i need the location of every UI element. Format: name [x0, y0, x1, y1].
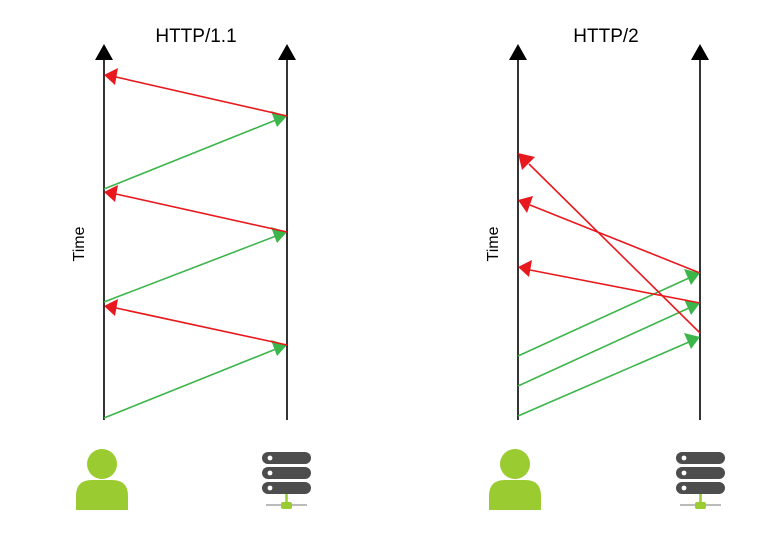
http1-response-arrow — [104, 185, 288, 233]
http2-title: HTTP/2 — [573, 26, 638, 47]
http1-response-arrow — [104, 299, 288, 346]
http2-request-arrow — [517, 299, 700, 387]
http2-panel: HTTP/2 Time — [485, 26, 725, 510]
http2-response-arrow — [518, 260, 701, 304]
http1-request-arrow — [103, 227, 287, 303]
http1-title: HTTP/1.1 — [155, 26, 236, 47]
http2-request-arrow — [517, 269, 700, 357]
http2-time-axis-label: Time — [485, 226, 502, 261]
http1-server-timeline — [278, 44, 296, 420]
http2-response-arrow — [518, 153, 701, 334]
user-icon — [489, 449, 541, 510]
http1-panel: HTTP/1.1 Time — [71, 26, 311, 510]
http1-client-timeline — [95, 44, 113, 420]
server-icon — [262, 452, 311, 509]
user-icon — [76, 449, 128, 510]
http2-request-arrow — [517, 333, 700, 417]
http2-response-arrow — [518, 196, 701, 274]
http1-time-axis-label: Time — [71, 226, 88, 261]
http2-server-timeline — [691, 44, 709, 420]
http2-client-timeline — [509, 44, 527, 420]
http1-request-arrow — [103, 111, 287, 190]
http1-request-arrow — [103, 340, 287, 419]
server-icon — [676, 452, 725, 509]
http1-response-arrow — [104, 68, 288, 117]
